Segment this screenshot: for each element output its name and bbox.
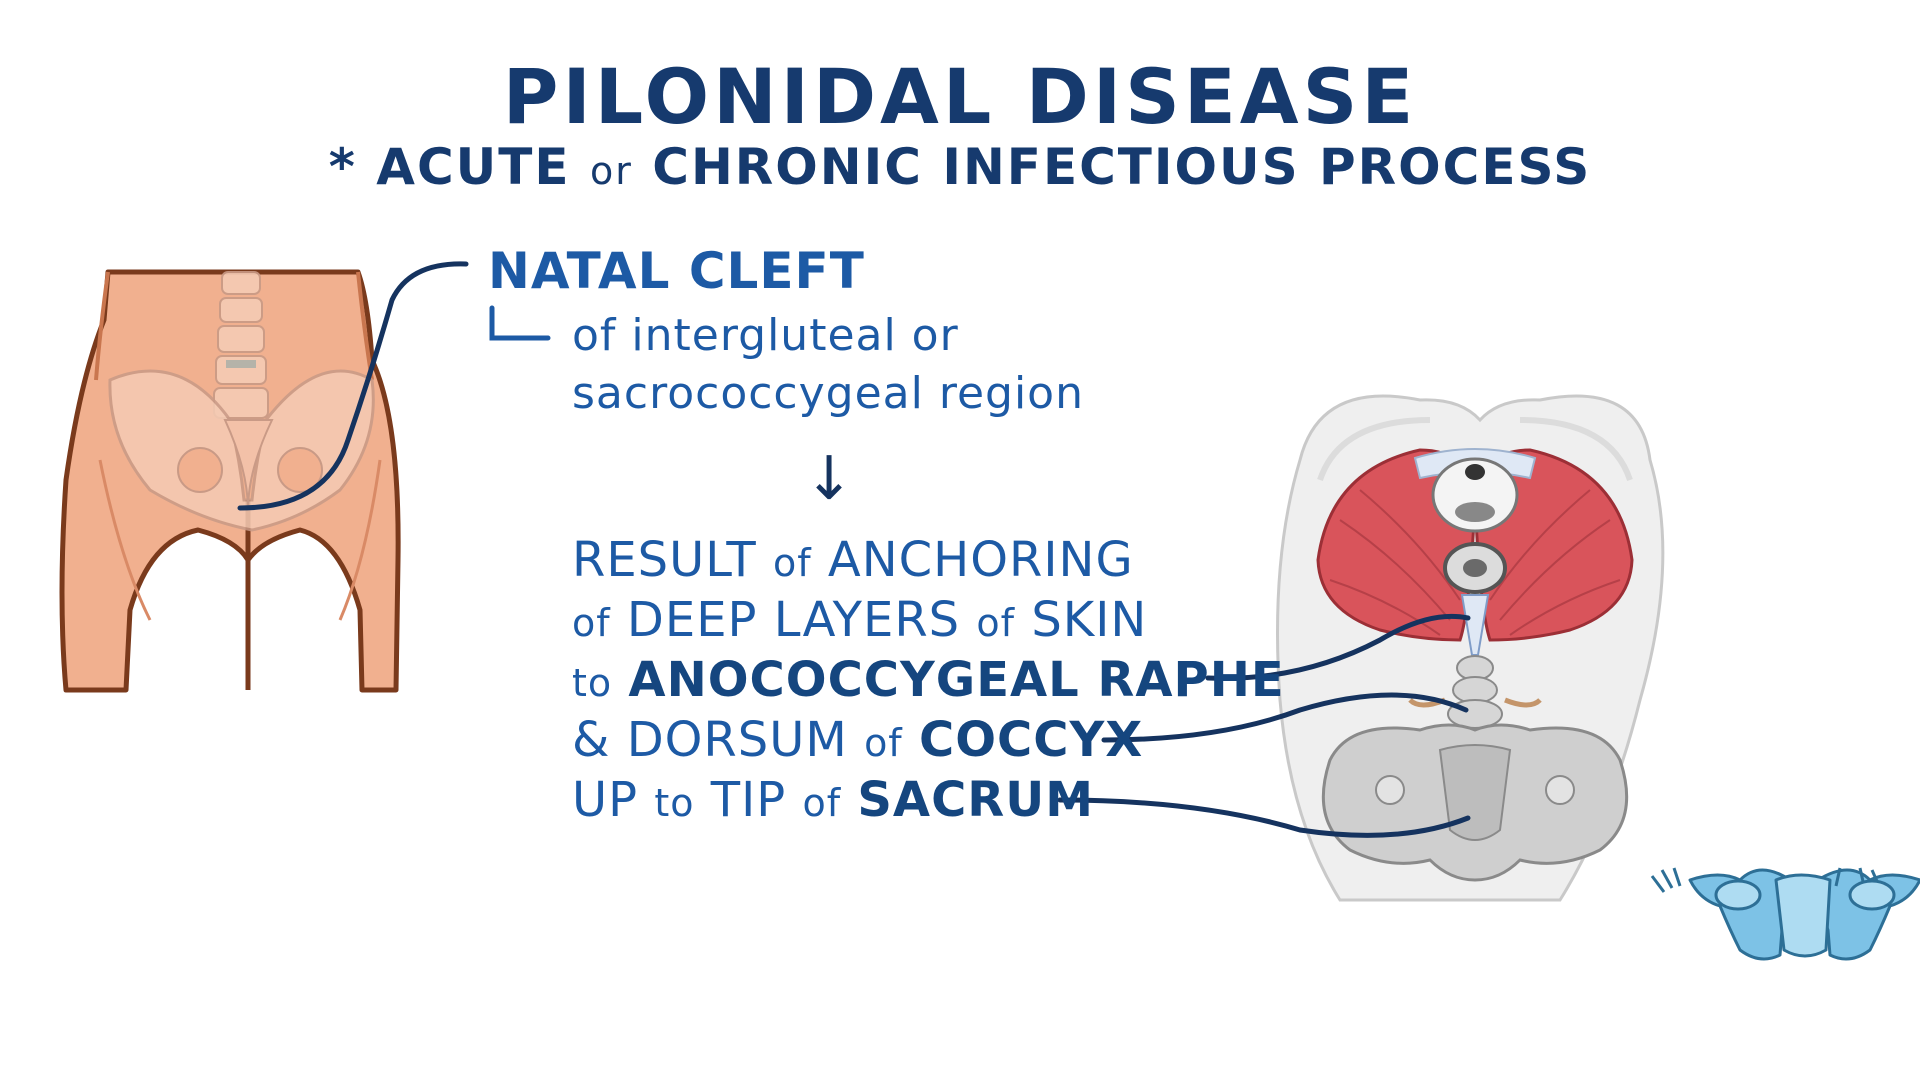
anococcygeal-raphe-leader-line xyxy=(1205,613,1471,681)
natal-cleft-description-line-1: of intergluteal or xyxy=(572,310,959,361)
posterior-torso-illustration xyxy=(59,269,401,693)
page-title: PILONIDAL DISEASE xyxy=(502,52,1418,141)
sacrum-leader-line xyxy=(1057,797,1471,838)
coccyx-leader-line xyxy=(1101,692,1469,743)
subtitle-bullet: * xyxy=(328,138,357,196)
natal-cleft-leader-line xyxy=(237,261,469,511)
result-line-1: RESULT of ANCHORING xyxy=(572,532,1134,588)
result-line-3: to ANOCOCCYGEAL RAPHE xyxy=(572,652,1285,708)
pelvic-floor-illustration xyxy=(1276,394,1665,902)
subtitle-or: or xyxy=(589,149,633,193)
subtitle-chronic: CHRONIC INFECTIOUS PROCESS xyxy=(652,138,1592,196)
down-arrow-icon: ↓ xyxy=(804,444,856,514)
natal-cleft-bracket xyxy=(489,305,551,341)
result-line-5: UP to TIP of SACRUM xyxy=(572,772,1095,828)
natal-cleft-description-line-2: sacrococcygeal region xyxy=(572,368,1084,419)
lithotomy-orientation-icon xyxy=(1650,867,1920,961)
subtitle: * ACUTE or CHRONIC INFECTIOUS PROCESS xyxy=(0,138,1920,196)
sacrum-label: SACRUM xyxy=(857,772,1095,828)
result-line-4: & DORSUM of COCCYX xyxy=(572,712,1144,768)
subtitle-acute: ACUTE xyxy=(376,138,571,196)
result-line-2: of DEEP LAYERS of SKIN xyxy=(572,592,1148,648)
anococcygeal-raphe-label: ANOCOCCYGEAL RAPHE xyxy=(628,652,1285,708)
natal-cleft-label: NATAL CLEFT xyxy=(488,242,865,300)
coccyx-label: COCCYX xyxy=(918,712,1144,768)
